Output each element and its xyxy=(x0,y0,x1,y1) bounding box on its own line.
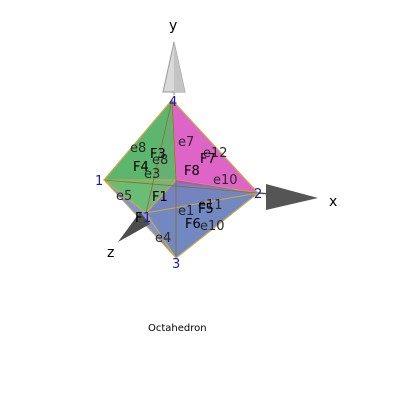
y-axis-arrow xyxy=(162,41,186,95)
edge-label-e9: e10 xyxy=(213,173,238,188)
edge-label-e1: e1 xyxy=(178,204,194,219)
edge-label-e8: e8 xyxy=(152,153,168,168)
y-axis-label: y xyxy=(169,18,177,34)
vertex-label-1-inner: 1 xyxy=(143,211,151,226)
edge-label-e12: e12 xyxy=(203,146,228,161)
edge-label-e6: e7 xyxy=(178,135,194,150)
vertex-label-4: 4 xyxy=(169,95,177,110)
edge-label-e5: e5 xyxy=(116,189,132,204)
diagram-caption: Octahedron xyxy=(148,323,207,334)
face-label-F4: F4 xyxy=(133,160,149,175)
face-label-F1: F1 xyxy=(152,190,168,205)
edge-label-e11: e11 xyxy=(198,198,223,213)
vertex-label-2: 2 xyxy=(254,187,262,202)
vertex-label-3: 3 xyxy=(172,257,180,272)
edge-label-e3: e3 xyxy=(144,167,160,182)
octahedron-outline xyxy=(103,99,259,259)
face-label-F7: F7 xyxy=(200,152,216,167)
edge-label-e10: e10 xyxy=(200,219,225,234)
face-label-F8: F8 xyxy=(184,164,200,179)
edge-label-e4: e4 xyxy=(155,231,171,246)
z-axis-label: z xyxy=(107,245,114,261)
x-axis-label: x xyxy=(329,194,337,210)
face-label-F6: F6 xyxy=(185,217,201,232)
z-axis-arrow xyxy=(118,212,150,242)
face-label-F3: F3 xyxy=(150,147,166,162)
x-axis-arrow xyxy=(257,184,318,210)
edge-label-e7: e8 xyxy=(130,141,146,156)
face-label-F-left: F xyxy=(135,211,142,226)
vertex-label-1: 1 xyxy=(95,174,103,189)
face-label-F5: F5 xyxy=(198,202,214,217)
